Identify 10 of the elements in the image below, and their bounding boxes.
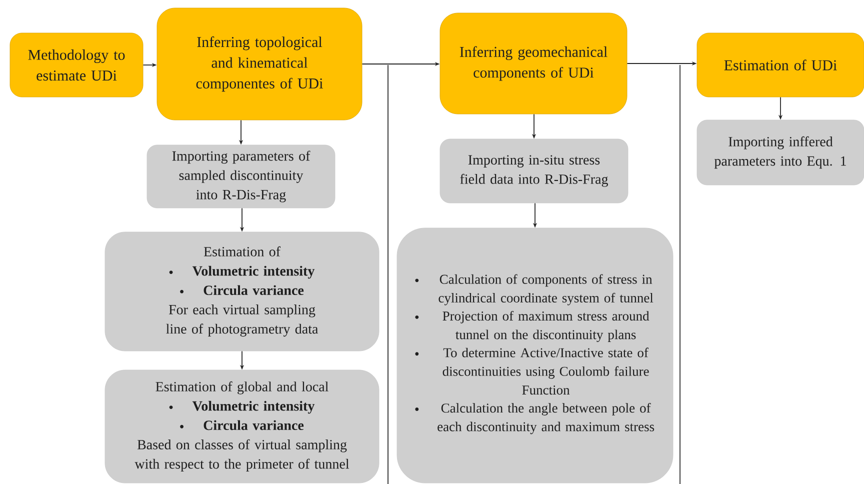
process-box: Importing inffered parameters into Equ. 1 bbox=[696, 120, 864, 186]
start-box: Methodology to estimate UDi bbox=[10, 32, 144, 98]
process-box: Importing parameters of sampled discontinuity into R-Dis-Frag bbox=[146, 144, 336, 208]
start-box: Inferring topological and kinematical componentes of UDi bbox=[156, 8, 362, 120]
process-box: Estimation of global and local Volumetric intensity Circula variance Based on classes of virtual sampling with respect to the primeter of tunnel bbox=[104, 370, 380, 484]
process-box: Calculation of components of stress in cylindrical coordinate system of tunnel Projection of maximum stress around tunnel on the discontinuity plans To determine Active/Inactive state of discontinuities using Coulomb failure Function Calculation the angle between pole of each discontinuity and maximum stress bbox=[396, 228, 674, 484]
process-box: Estimation of Volumetric intensity Circula variance For each virtual sampling line of photogrametry data bbox=[104, 232, 380, 352]
start-box: Inferring geomechanical components of UDi bbox=[440, 12, 628, 114]
process-box: Importing in-situ stress field data into R-Dis-Frag bbox=[440, 138, 628, 204]
start-box: Estimation of UDi bbox=[696, 32, 864, 98]
